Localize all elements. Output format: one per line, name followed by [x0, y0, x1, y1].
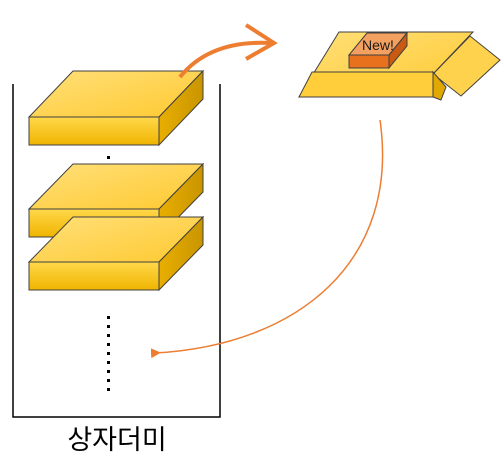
stacked-box: [27, 215, 205, 292]
new-item-box: New!: [347, 31, 409, 70]
ellipsis-dots: [107, 316, 110, 391]
open-box: New!: [298, 31, 501, 101]
stacked-box: [27, 69, 205, 147]
stack-container: [12, 84, 221, 418]
stack-caption: 상자더미: [67, 425, 167, 456]
push-arrow: [150, 119, 384, 359]
new-label: New!: [362, 37, 394, 53]
pop-arrow: [178, 23, 278, 79]
